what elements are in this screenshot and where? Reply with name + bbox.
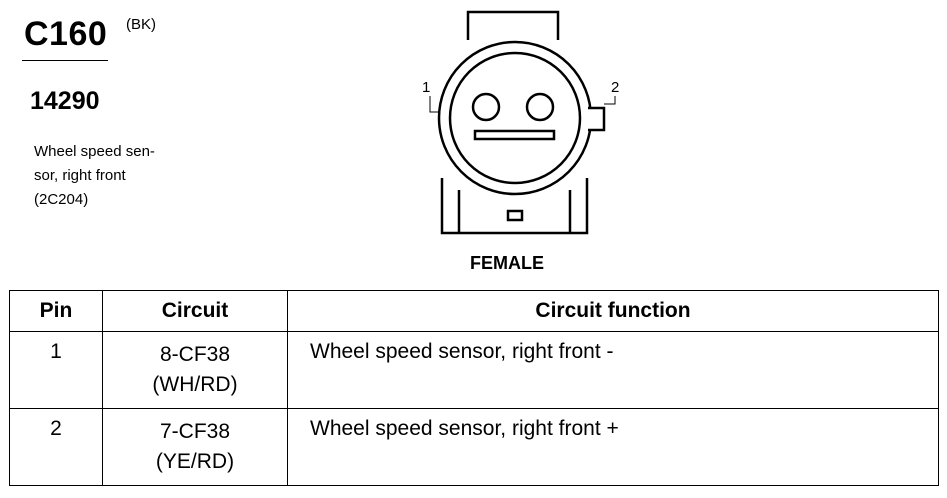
pin-2-leader — [604, 96, 616, 105]
wire-color: (WH/RD) — [152, 373, 238, 396]
description-line: sor, right front — [34, 167, 126, 184]
view-label: FEMALE — [470, 253, 544, 273]
table-row: 2 7-CF38 (YE/RD) Wheel speed sensor, rig… — [9, 408, 939, 486]
cell-function: Wheel speed sensor, right front + — [287, 408, 939, 486]
pin-cavity-1 — [471, 92, 501, 122]
keyway-notch — [506, 209, 524, 222]
circuit-number: 8-CF38 — [159, 343, 231, 366]
table-header-row: Pin Circuit Circuit function — [9, 290, 939, 332]
pin-1-leader — [429, 96, 440, 113]
connector-color-code: (BK) — [126, 16, 156, 33]
connector-description: Wheel speed sen- sor, right front (2C204… — [34, 140, 155, 212]
connector-outer-shell — [437, 40, 593, 196]
header-pin: Pin — [9, 290, 103, 332]
connector-face-diagram: 1 2 — [422, 10, 619, 235]
cell-pin: 1 — [9, 331, 103, 409]
cell-function: Wheel speed sensor, right front - — [287, 331, 939, 409]
description-line: (2C204) — [34, 191, 89, 208]
cell-pin: 2 — [9, 408, 103, 486]
connector-id: C160 — [24, 15, 108, 53]
pin-cavity-2 — [525, 92, 555, 122]
cell-circuit: 8-CF38 (WH/RD) — [102, 331, 288, 409]
circuit-number: 7-CF38 — [159, 420, 231, 443]
pin-label: 1 — [422, 79, 430, 96]
part-number: 14290 — [30, 87, 100, 115]
connector-housing-base — [440, 178, 589, 235]
pin-label: 2 — [611, 79, 619, 96]
connector-slot — [473, 129, 556, 141]
header-circuit-function: Circuit function — [287, 290, 939, 332]
connector-key — [588, 106, 606, 132]
description-line: Wheel speed sen- — [34, 143, 155, 160]
title-underline — [22, 60, 108, 61]
table-row: 1 8-CF38 (WH/RD) Wheel speed sensor, rig… — [9, 331, 939, 409]
cell-circuit: 7-CF38 (YE/RD) — [102, 408, 288, 486]
header-circuit: Circuit — [102, 290, 288, 332]
pinout-table: Pin Circuit Circuit function 1 8-CF38 (W… — [9, 290, 939, 486]
connector-inner-face — [448, 51, 582, 185]
connector-latch-tab — [466, 10, 560, 40]
wire-color: (YE/RD) — [155, 450, 235, 473]
